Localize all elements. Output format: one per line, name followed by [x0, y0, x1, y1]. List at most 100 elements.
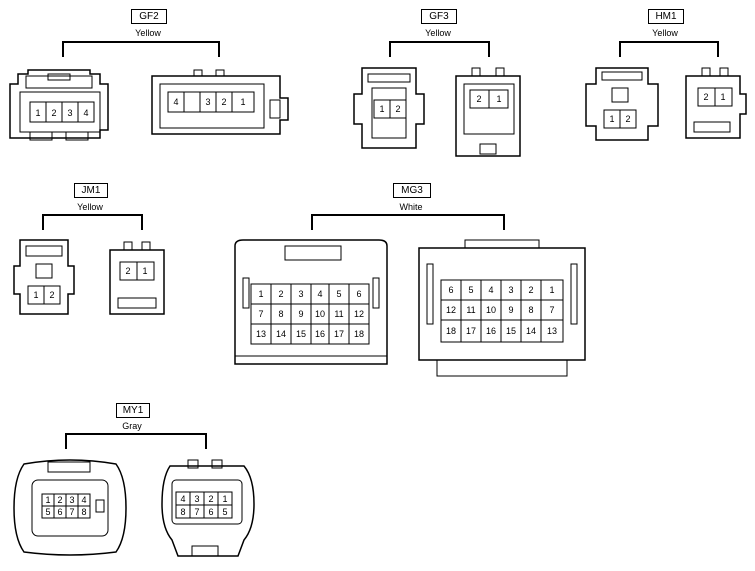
pin-label: 4 [180, 494, 185, 504]
pin-label: 13 [547, 326, 557, 336]
pin-label: 2 [125, 266, 130, 276]
connector-color: Yellow [135, 28, 161, 38]
pin-label: 6 [57, 507, 62, 517]
pin-label: 12 [446, 305, 456, 315]
pin-label: 2 [395, 104, 400, 114]
pin-label: 18 [354, 329, 364, 339]
pin-label: 7 [69, 507, 74, 517]
bracket [62, 41, 220, 57]
pin-label: 10 [315, 309, 325, 319]
connector-code: GF3 [421, 9, 457, 24]
pin-label: 2 [51, 108, 56, 118]
pin-label: 6 [208, 507, 213, 517]
pin-label: 2 [528, 285, 533, 295]
connector-hm1-male: 2 1 [685, 67, 747, 139]
pin-label: 1 [240, 97, 245, 107]
pin-label: 1 [496, 94, 501, 104]
pin-label: 1 [45, 495, 50, 505]
pin-label: 11 [466, 305, 475, 315]
connector-code: MY1 [116, 403, 150, 418]
pin-label: 14 [526, 326, 536, 336]
pin-label: 8 [180, 507, 185, 517]
connector-hm1-female: 1 2 [585, 67, 659, 141]
pin-label: 16 [486, 326, 496, 336]
connector-code: GF2 [131, 9, 167, 24]
pin-label: 1 [35, 108, 40, 118]
bracket [389, 41, 490, 57]
pin-label: 3 [508, 285, 513, 295]
pin-label: 11 [334, 309, 343, 319]
pin-label: 4 [488, 285, 493, 295]
pin-label: 2 [278, 289, 283, 299]
bracket [311, 214, 505, 230]
pin-label: 17 [334, 329, 344, 339]
connector-jm1-male: 2 1 [109, 241, 165, 315]
connector-color: Gray [122, 421, 142, 431]
pin-label: 3 [194, 494, 199, 504]
pin-label: 2 [625, 114, 630, 124]
pin-label: 17 [466, 326, 476, 336]
pin-label: 7 [549, 305, 554, 315]
bracket [42, 214, 143, 230]
pin-label: 2 [208, 494, 213, 504]
pin-label: 5 [336, 289, 341, 299]
pin-label: 3 [298, 289, 303, 299]
pin-label: 1 [609, 114, 614, 124]
pin-label: 2 [57, 495, 62, 505]
pin-label: 1 [142, 266, 147, 276]
pin-label: 15 [296, 329, 306, 339]
pin-label: 6 [448, 285, 453, 295]
connector-jm1-female: 1 2 [13, 239, 75, 315]
pin-label: 14 [276, 329, 286, 339]
pin-label: 7 [194, 507, 199, 517]
pin-label: 8 [81, 507, 86, 517]
pin-label: 9 [508, 305, 513, 315]
pin-label: 8 [528, 305, 533, 315]
bracket [65, 433, 207, 449]
pin-label: 1 [549, 285, 554, 295]
pin-label: 1 [379, 104, 384, 114]
pin-label: 1 [33, 290, 38, 300]
pin-label: 1 [222, 494, 227, 504]
connector-gf2-female: 1 2 3 4 [9, 69, 109, 141]
pin-label: 4 [83, 108, 88, 118]
connector-gf2-male: 4 3 2 1 [151, 69, 289, 135]
connector-code: JM1 [74, 183, 108, 198]
pin-label: 2 [49, 290, 54, 300]
connector-code: MG3 [393, 183, 431, 198]
pin-label: 3 [67, 108, 72, 118]
connector-color: White [399, 202, 423, 212]
connector-my1-male: 4 3 2 1 8 7 6 5 [161, 459, 255, 557]
pin-label: 10 [486, 305, 496, 315]
pin-block [250, 283, 370, 345]
pin-label: 3 [205, 97, 210, 107]
pin-block [167, 91, 255, 113]
pin-label: 5 [45, 507, 50, 517]
pin-label: 3 [69, 495, 74, 505]
connector-gf3-female: 1 2 [353, 67, 425, 149]
connector-color: Yellow [425, 28, 451, 38]
pin-label: 9 [298, 309, 303, 319]
pin-label: 4 [317, 289, 322, 299]
connector-code: HM1 [648, 9, 684, 24]
pin-label: 1 [258, 289, 263, 299]
pin-label: 4 [81, 495, 86, 505]
pin-label: 7 [258, 309, 263, 319]
pin-label: 16 [315, 329, 325, 339]
connector-my1-female: 1 2 3 4 5 6 7 8 [13, 459, 127, 556]
pin-label: 1 [720, 92, 725, 102]
bracket [619, 41, 719, 57]
pin-label: 13 [256, 329, 266, 339]
pin-label: 4 [173, 97, 178, 107]
pin-label: 2 [476, 94, 481, 104]
connector-color: Yellow [652, 28, 678, 38]
pin-label: 12 [354, 309, 364, 319]
pin-label: 5 [468, 285, 473, 295]
pin-label: 6 [356, 289, 361, 299]
connector-gf3-male: 2 1 [455, 67, 521, 157]
connector-mg3-female: 1 2 3 4 5 6 7 8 9 10 11 12 13 14 15 16 1… [234, 239, 388, 365]
connector-color: Yellow [77, 202, 103, 212]
pin-label: 8 [278, 309, 283, 319]
pin-label: 2 [703, 92, 708, 102]
pin-label: 18 [446, 326, 456, 336]
